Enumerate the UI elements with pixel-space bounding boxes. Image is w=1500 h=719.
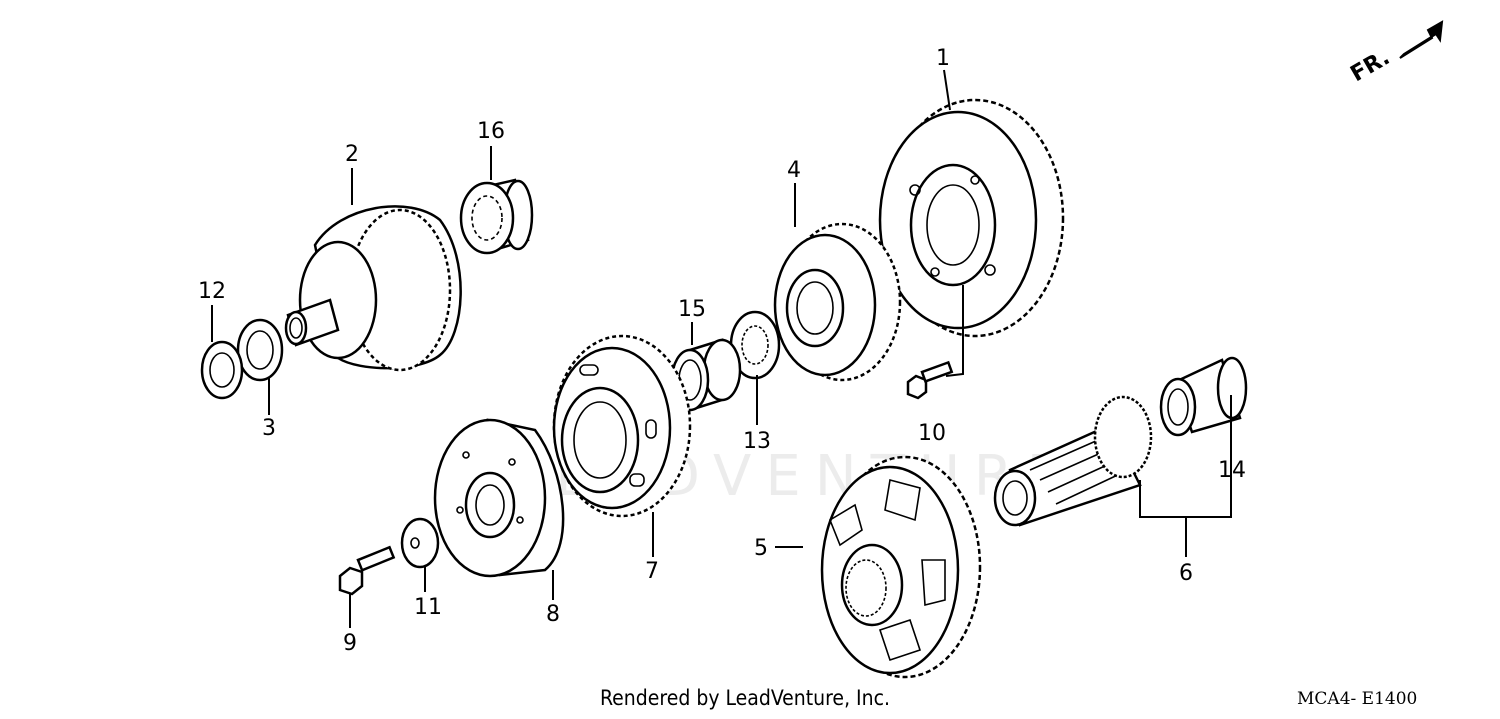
clutch-outer-housing <box>284 205 462 372</box>
flange-bolt-small <box>906 360 954 400</box>
callout-5: 5 <box>754 536 768 561</box>
washer <box>400 517 440 569</box>
flywheel-hub <box>433 418 565 578</box>
callout-7: 7 <box>645 559 659 584</box>
render-credit: Rendered by LeadVenture, Inc. <box>600 686 890 710</box>
leader-lines <box>211 69 1232 628</box>
thrust-washer <box>236 318 284 382</box>
callout-2: 2 <box>345 142 359 167</box>
ball-bearing <box>459 178 534 255</box>
flange-bolt <box>338 545 396 596</box>
callout-9: 9 <box>343 631 357 656</box>
callout-1: 1 <box>936 46 950 71</box>
callout-10: 10 <box>918 421 946 446</box>
callout-14: 14 <box>1218 458 1246 483</box>
callout-13: 13 <box>743 429 771 454</box>
diagram-code: MCA4- E1400 <box>1297 689 1418 709</box>
callout-16: 16 <box>477 119 505 144</box>
countershaft <box>993 395 1153 527</box>
callout-11: 11 <box>414 595 442 620</box>
large-driven-gear <box>878 98 1065 338</box>
output-drive-gear <box>820 455 982 679</box>
callout-6: 6 <box>1179 561 1193 586</box>
front-direction-arrow: FR. <box>1347 20 1444 87</box>
starter-clutch-gear <box>773 222 902 382</box>
callout-8: 8 <box>546 602 560 627</box>
callout-3: 3 <box>262 416 276 441</box>
primary-driven-gear <box>552 334 692 518</box>
callout-12: 12 <box>198 279 226 304</box>
front-direction-label: FR. <box>1347 45 1395 87</box>
needle-bushing <box>1159 356 1248 437</box>
callout-15: 15 <box>678 297 706 322</box>
collar-washer <box>200 340 244 400</box>
callout-4: 4 <box>787 158 801 183</box>
